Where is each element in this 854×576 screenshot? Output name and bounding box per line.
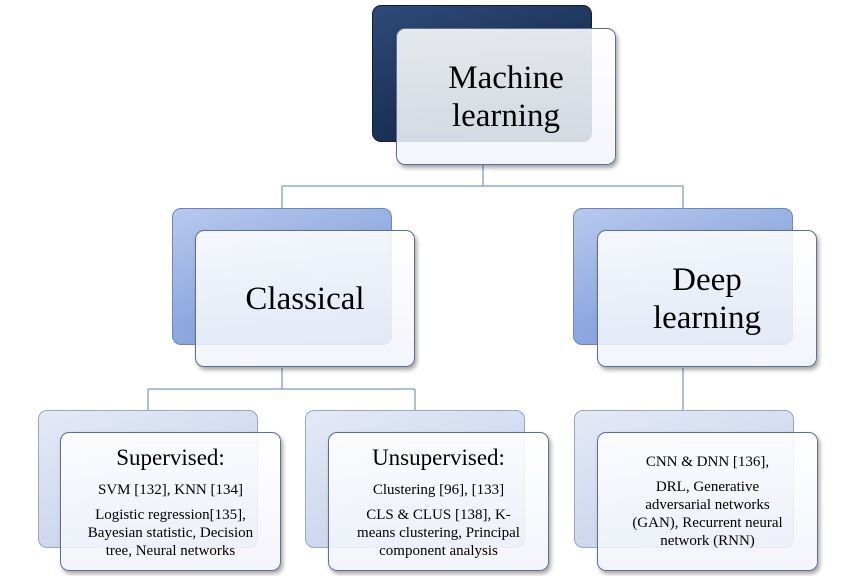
- supervised-line2: Logistic regression[135],: [95, 506, 246, 523]
- connector-classical: [147, 368, 416, 410]
- deep-methods-line2: DRL, Generative: [655, 479, 760, 495]
- root-label-line2: learning: [451, 97, 561, 134]
- root-label-line1: Machine: [448, 59, 564, 96]
- deep-label-line2: learning: [652, 299, 762, 336]
- deep-methods-line4: (GAN), Recurrent neural: [632, 515, 783, 531]
- unsupervised-line3: means clustering, Principal: [357, 524, 520, 541]
- connector-root: [281, 165, 684, 208]
- deep-methods-line3: adversarial networks: [645, 497, 770, 513]
- root-node: Machine learning: [396, 28, 616, 165]
- unsupervised-heading: Unsupervised:: [372, 444, 505, 470]
- supervised-heading: Supervised:: [116, 444, 225, 470]
- deep-node: Deep learning: [597, 230, 817, 367]
- deep-methods-line5: network (RNN): [660, 533, 755, 549]
- deep-label-line1: Deep: [672, 261, 742, 298]
- unsupervised-node: Unsupervised: Clustering [96], [133] CLS…: [328, 432, 549, 571]
- unsupervised-line1: Clustering [96], [133]: [372, 481, 505, 498]
- unsupervised-line2: CLS & CLUS [138], K-: [366, 506, 511, 523]
- deep-methods-node: CNN & DNN [136], DRL, Generative adversa…: [597, 432, 818, 571]
- classical-label: Classical: [245, 280, 365, 317]
- unsupervised-line4: component analysis: [379, 542, 498, 559]
- supervised-line1: SVM [132], KNN [134]: [98, 481, 243, 498]
- classical-node: Classical: [195, 230, 415, 367]
- supervised-line3: Bayesian statistic, Decision: [87, 524, 254, 541]
- deep-methods-line1: CNN & DNN [136],: [645, 454, 770, 470]
- supervised-node: Supervised: SVM [132], KNN [134] Logisti…: [60, 432, 281, 571]
- supervised-line4: tree, Neural networks: [105, 542, 236, 559]
